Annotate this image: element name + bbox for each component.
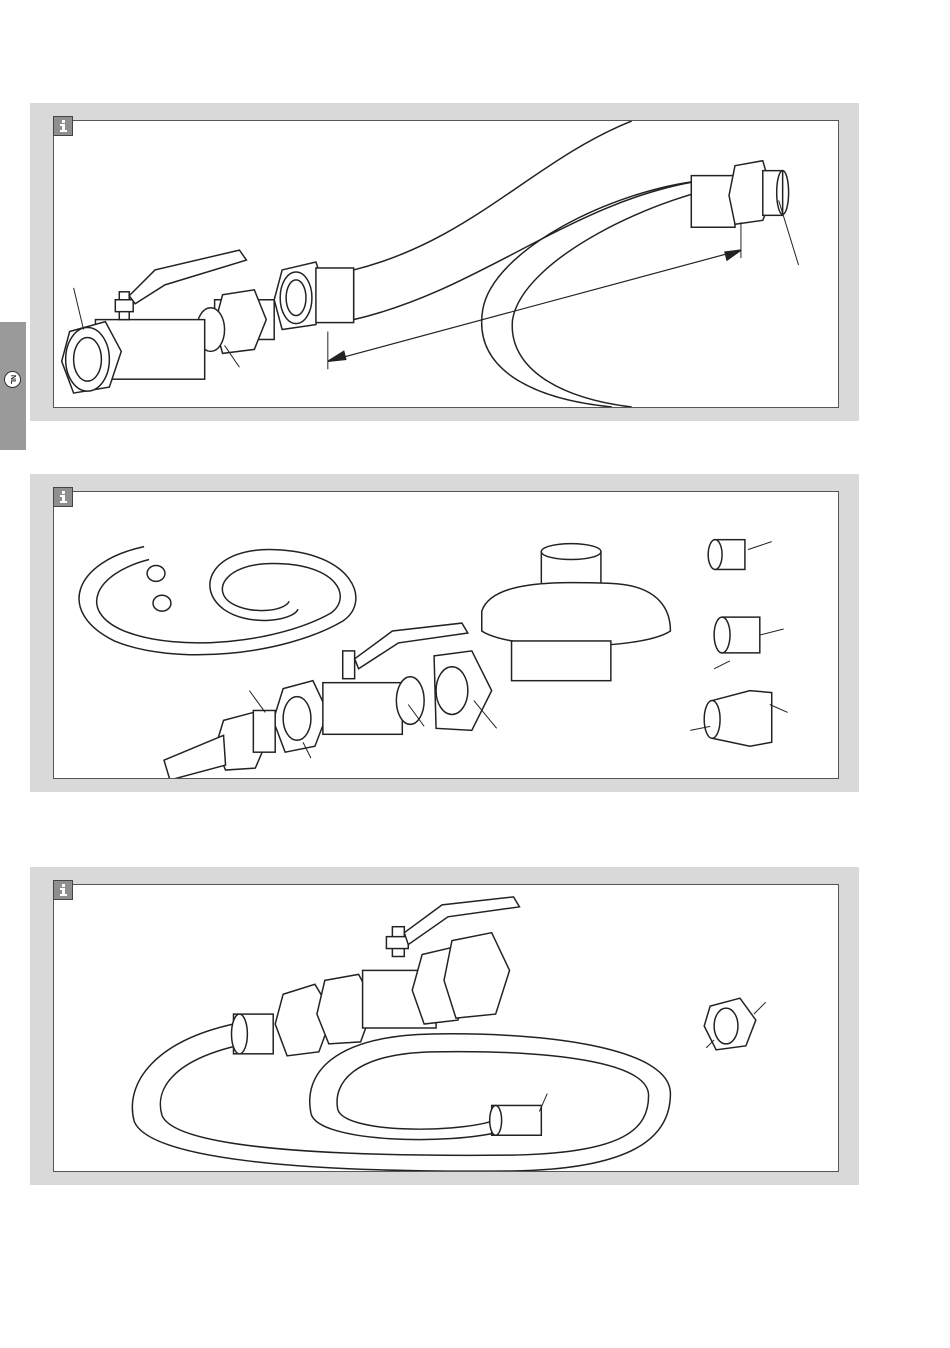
- figure-frame-3: [53, 884, 839, 1172]
- hose-with-ball-valve-and-nipple: [54, 121, 838, 407]
- figure-frame-2: [53, 491, 839, 779]
- language-badge: NL: [4, 371, 21, 388]
- info-icon: [53, 487, 73, 507]
- language-code: NL: [9, 375, 16, 384]
- figure-panel-3: [30, 867, 859, 1185]
- info-icon: [53, 116, 73, 136]
- figure-panel-2: [30, 474, 859, 792]
- info-icon: [53, 880, 73, 900]
- hose-kit-with-valve-regulator-and-adapters: [54, 492, 838, 778]
- figure-frame-1: [53, 120, 839, 408]
- hose-loop-with-ball-valve-and-adapter: [54, 885, 838, 1171]
- figure-panel-1: [30, 103, 859, 421]
